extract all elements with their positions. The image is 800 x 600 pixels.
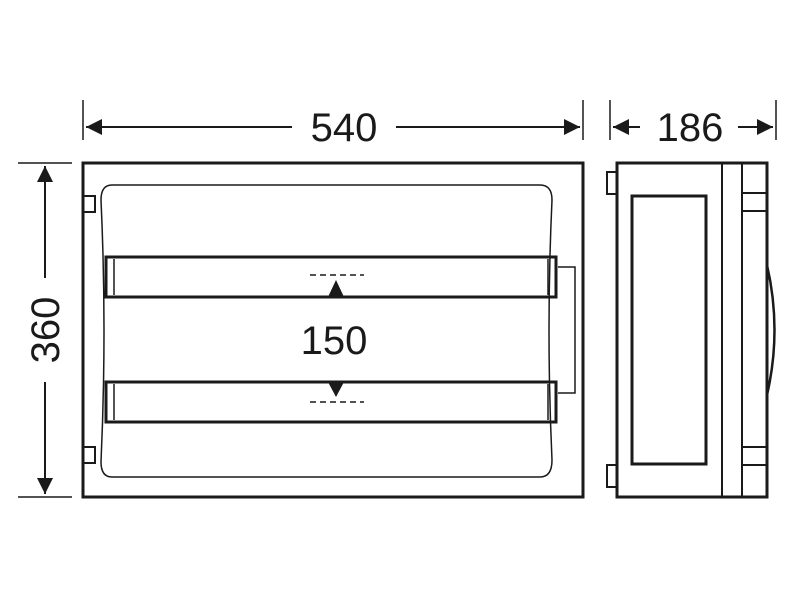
side-inner-panel: [630, 194, 708, 466]
width-label: 540: [311, 106, 378, 150]
rail-spacing-dimension: 150: [301, 274, 368, 403]
hinge-tab-bottom: [82, 446, 96, 464]
side-outline: [615, 161, 769, 499]
mount-tab-bottom: [606, 464, 618, 488]
side-hinge-top: [741, 192, 768, 212]
hinge-tab-top: [82, 195, 96, 213]
door-window: [100, 184, 553, 478]
rail-spacing-arrow-up: [328, 280, 344, 297]
door-latch: [558, 266, 576, 394]
front-view: 150: [81, 161, 585, 499]
height-dimension: 360: [18, 162, 72, 498]
width-dimension: 540: [82, 100, 584, 150]
side-hinge-bottom: [741, 446, 768, 466]
depth-label: 186: [657, 106, 724, 150]
side-view: [606, 161, 776, 499]
mount-tab-top: [606, 171, 618, 195]
rail-spacing-label: 150: [301, 319, 368, 363]
rail-spacing-arrow-down: [328, 382, 344, 397]
door-handle-profile: [765, 264, 776, 396]
enclosure-outline: [81, 161, 585, 499]
height-label: 360: [24, 297, 68, 364]
depth-dimension: 186: [609, 100, 777, 150]
